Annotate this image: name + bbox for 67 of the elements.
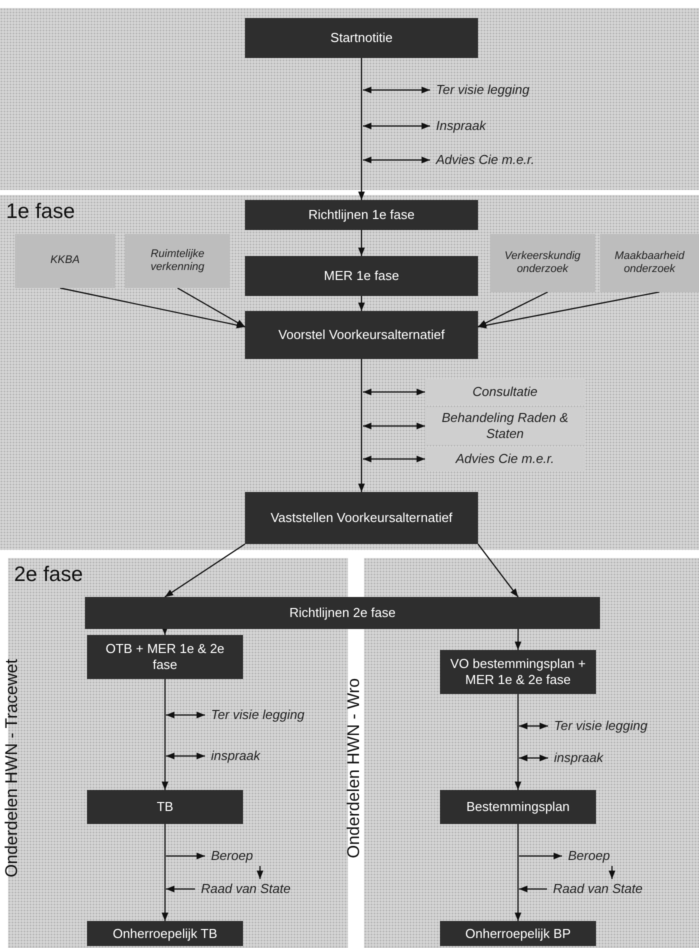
input-box: KKBA — [15, 234, 115, 288]
arrow — [363, 456, 425, 462]
arrow — [514, 694, 522, 790]
process-box: Voorstel Voorkeursalternatief — [245, 311, 478, 359]
arrow — [166, 752, 205, 760]
process-box: Startnotitie — [245, 18, 478, 58]
arrow — [60, 287, 246, 328]
note-box: Consultatie — [425, 379, 585, 405]
arrow — [358, 296, 365, 311]
arrow — [363, 388, 425, 396]
phase-heading: 2e fase — [14, 562, 83, 588]
arrow — [519, 754, 548, 762]
step-label: inspraak — [205, 745, 325, 767]
arrow — [161, 626, 168, 636]
note-box: Behandeling Raden & Staten — [425, 407, 585, 445]
process-box: Vaststellen Voorkeursalternatief — [245, 492, 478, 544]
arrow — [166, 886, 195, 892]
process-box: VO bestemmingsplan + MER 1e & 2e fase — [440, 650, 596, 694]
step-label: Ter visie legging — [205, 704, 330, 726]
arrow — [164, 544, 246, 598]
arrow — [358, 58, 365, 200]
arrow — [608, 866, 616, 879]
step-label: inspraak — [548, 747, 658, 769]
process-box: MER 1e fase — [245, 256, 478, 296]
step-label: Beroep — [562, 846, 662, 866]
arrow — [519, 886, 547, 892]
step-label: Ter visie legging — [548, 715, 688, 737]
arrow — [519, 722, 548, 730]
arrow — [363, 122, 430, 130]
step-label: Inspraak — [430, 115, 580, 137]
arrow — [519, 852, 562, 860]
arrow — [358, 230, 365, 256]
arrow — [166, 852, 205, 860]
process-box: Onherroepelijk BP — [440, 921, 596, 946]
input-box: Ruimtelijke verkenning — [125, 234, 230, 288]
process-box: Bestemmingsplan — [440, 790, 596, 824]
arrow — [358, 359, 365, 492]
input-box: Maakbaarheid onderzoek — [600, 234, 699, 292]
arrow — [256, 866, 264, 879]
arrow — [162, 679, 168, 790]
process-box: Richtlijnen 2e fase — [85, 597, 600, 629]
process-box: OTB + MER 1e & 2e fase — [87, 635, 243, 679]
input-box: Verkeerskundig onderzoek — [490, 234, 595, 292]
arrow — [162, 824, 168, 921]
arrow — [514, 629, 522, 650]
arrow — [363, 86, 430, 94]
arrow — [363, 156, 430, 164]
arrow — [363, 422, 425, 430]
arrow — [478, 291, 660, 329]
arrow — [478, 544, 519, 598]
process-box: Onherroepelijk TB — [87, 921, 243, 946]
step-label: Raad van State — [195, 879, 325, 899]
note-box: Advies Cie m.e.r. — [425, 447, 585, 471]
phase-band — [0, 195, 699, 550]
process-box: TB — [87, 790, 243, 824]
band-label: Onderdelen HWN - Tracewet — [2, 659, 22, 878]
arrow — [166, 712, 205, 718]
arrow — [514, 824, 522, 921]
step-label: Raad van State — [547, 879, 677, 899]
band-label: Onderdelen HWN - Wro — [344, 678, 364, 858]
phase-heading: 1e fase — [6, 199, 75, 224]
step-label: Advies Cie m.e.r. — [430, 149, 580, 171]
step-label: Ter visie legging — [430, 79, 580, 101]
arrow — [177, 287, 246, 328]
process-box: Richtlijnen 1e fase — [245, 200, 478, 230]
step-label: Beroep — [205, 846, 315, 866]
arrow — [478, 291, 548, 328]
